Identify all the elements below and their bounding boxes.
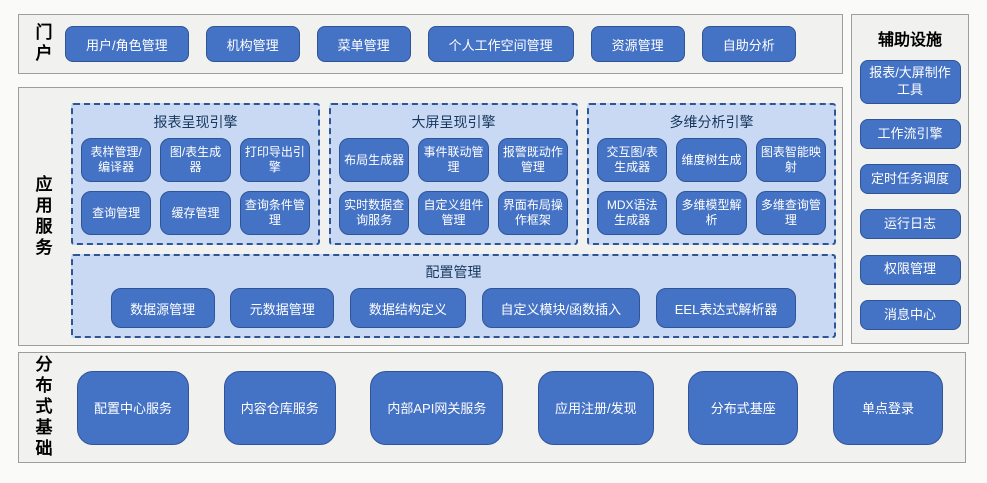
portal-node: 自助分析 xyxy=(701,26,796,62)
auxiliary-node: 消息中心 xyxy=(859,299,961,330)
engine-box-multidim: 多维分析引擎 交互图/表生成器 维度树生成 图表智能映射 MDX语法生成器 多维… xyxy=(587,103,836,245)
portal-section: 门户 用户/角色管理 机构管理 菜单管理 个人工作空间管理 资源管理 自助分析 xyxy=(18,14,843,74)
portal-node: 用户/角色管理 xyxy=(65,26,189,62)
engine-node: 缓存管理 xyxy=(160,191,231,235)
application-services-content: 报表呈现引擎 表样管理/编译器 图/表生成器 打印导出引擎 查询管理 缓存管理 xyxy=(65,88,842,345)
engine-box-report: 报表呈现引擎 表样管理/编译器 图/表生成器 打印导出引擎 查询管理 缓存管理 xyxy=(71,103,320,245)
engine-node: 自定义组件管理 xyxy=(418,191,489,235)
portal-node: 机构管理 xyxy=(205,26,300,62)
auxiliary-node: 运行日志 xyxy=(859,209,961,240)
engine-node-grid: 交互图/表生成器 维度树生成 图表智能映射 MDX语法生成器 多维模型解析 多维… xyxy=(597,138,826,235)
engine-node: 查询条件管理 xyxy=(239,191,310,235)
foundation-node: 内部API网关服务 xyxy=(370,370,504,445)
auxiliary-facilities-section: 辅助设施 报表/大屏制作工具 工作流引擎 定时任务调度 运行日志 权限管理 消息… xyxy=(851,14,969,344)
config-management-box: 配置管理 数据源管理 元数据管理 数据结构定义 自定义模块/函数插入 EEL表达… xyxy=(71,254,836,338)
engine-node: 查询管理 xyxy=(81,191,152,235)
engine-title: 大屏呈现引擎 xyxy=(411,114,496,130)
portal-node-row: 用户/角色管理 机构管理 菜单管理 个人工作空间管理 资源管理 自助分析 xyxy=(65,26,842,62)
engine-title: 报表呈现引擎 xyxy=(153,114,238,130)
foundation-node: 单点登录 xyxy=(832,370,943,445)
foundation-node: 配置中心服务 xyxy=(77,370,190,445)
auxiliary-node: 定时任务调度 xyxy=(859,164,961,195)
engine-node: 实时数据查询服务 xyxy=(339,191,410,235)
engine-node: 维度树生成 xyxy=(676,138,747,182)
auxiliary-node: 工作流引擎 xyxy=(859,119,961,150)
engine-node: 布局生成器 xyxy=(339,138,410,182)
auxiliary-node-list: 报表/大屏制作工具 工作流引擎 定时任务调度 运行日志 权限管理 消息中心 xyxy=(852,60,968,330)
application-services-label: 应用服务 xyxy=(32,174,52,259)
config-node: 自定义模块/函数插入 xyxy=(481,288,641,328)
engine-node: 交互图/表生成器 xyxy=(597,138,668,182)
engines-row: 报表呈现引擎 表样管理/编译器 图/表生成器 打印导出引擎 查询管理 缓存管理 xyxy=(71,103,836,245)
portal-section-label: 门户 xyxy=(32,23,52,65)
engine-node: 图/表生成器 xyxy=(160,138,231,182)
foundation-node: 应用注册/发现 xyxy=(538,370,654,445)
config-node: 数据结构定义 xyxy=(349,288,466,328)
engine-node-grid: 布局生成器 事件联动管理 报警既动作管理 实时数据查询服务 自定义组件管理 界面… xyxy=(339,138,568,235)
auxiliary-node: 报表/大屏制作工具 xyxy=(859,60,961,104)
engine-node: 表样管理/编译器 xyxy=(81,138,152,182)
config-node-row: 数据源管理 元数据管理 数据结构定义 自定义模块/函数插入 EEL表达式解析器 xyxy=(83,288,824,328)
foundation-node: 内容仓库服务 xyxy=(223,370,336,445)
engine-node: MDX语法生成器 xyxy=(597,191,668,235)
foundation-node-row: 配置中心服务 内容仓库服务 内部API网关服务 应用注册/发现 分布式基座 单点… xyxy=(65,353,965,462)
foundation-node: 分布式基座 xyxy=(688,370,799,445)
config-management-title: 配置管理 xyxy=(425,264,482,280)
auxiliary-node: 权限管理 xyxy=(859,254,961,285)
engine-node-grid: 表样管理/编译器 图/表生成器 打印导出引擎 查询管理 缓存管理 查询条件管理 xyxy=(81,138,310,235)
portal-node: 菜单管理 xyxy=(316,26,411,62)
engine-node: 事件联动管理 xyxy=(418,138,489,182)
config-node: EEL表达式解析器 xyxy=(655,288,797,328)
engine-node: 多维模型解析 xyxy=(676,191,747,235)
engine-node: 报警既动作管理 xyxy=(497,138,568,182)
distributed-foundation-section: 分布式基础 配置中心服务 内容仓库服务 内部API网关服务 应用注册/发现 分布… xyxy=(18,352,966,463)
application-services-section: 应用服务 报表呈现引擎 表样管理/编译器 图/表生成器 打印导出引擎 查询管 xyxy=(18,87,843,346)
engine-node: 界面布局操作框架 xyxy=(497,191,568,235)
engine-node: 图表智能映射 xyxy=(755,138,826,182)
engine-title: 多维分析引擎 xyxy=(669,114,754,130)
config-node: 元数据管理 xyxy=(230,288,335,328)
engine-node: 打印导出引擎 xyxy=(239,138,310,182)
portal-node: 个人工作空间管理 xyxy=(427,26,574,62)
portal-node: 资源管理 xyxy=(590,26,685,62)
engine-node: 多维查询管理 xyxy=(755,191,826,235)
config-node: 数据源管理 xyxy=(110,288,215,328)
distributed-foundation-label: 分布式基础 xyxy=(32,355,52,460)
engine-box-bigscreen: 大屏呈现引擎 布局生成器 事件联动管理 报警既动作管理 实时数据查询服务 自定义… xyxy=(329,103,578,245)
auxiliary-facilities-title: 辅助设施 xyxy=(877,32,942,49)
